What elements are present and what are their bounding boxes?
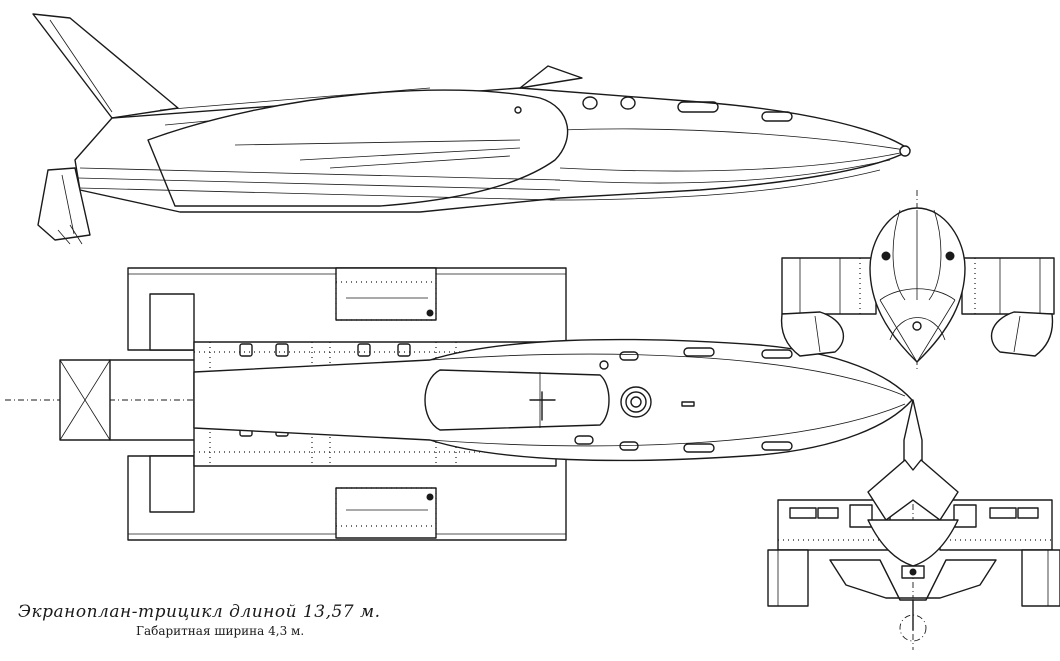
caption-subtitle: Габаритная ширина 4,3 м. <box>136 624 305 638</box>
side-view <box>32 13 911 245</box>
rear-view <box>767 399 1060 650</box>
top-view <box>5 267 915 541</box>
caption: Экраноплан-трицикл длиной 13,57 м. Габар… <box>18 602 438 638</box>
front-view <box>780 190 1055 370</box>
caption-title: Экраноплан-трицикл длиной 13,57 м. <box>18 602 381 622</box>
